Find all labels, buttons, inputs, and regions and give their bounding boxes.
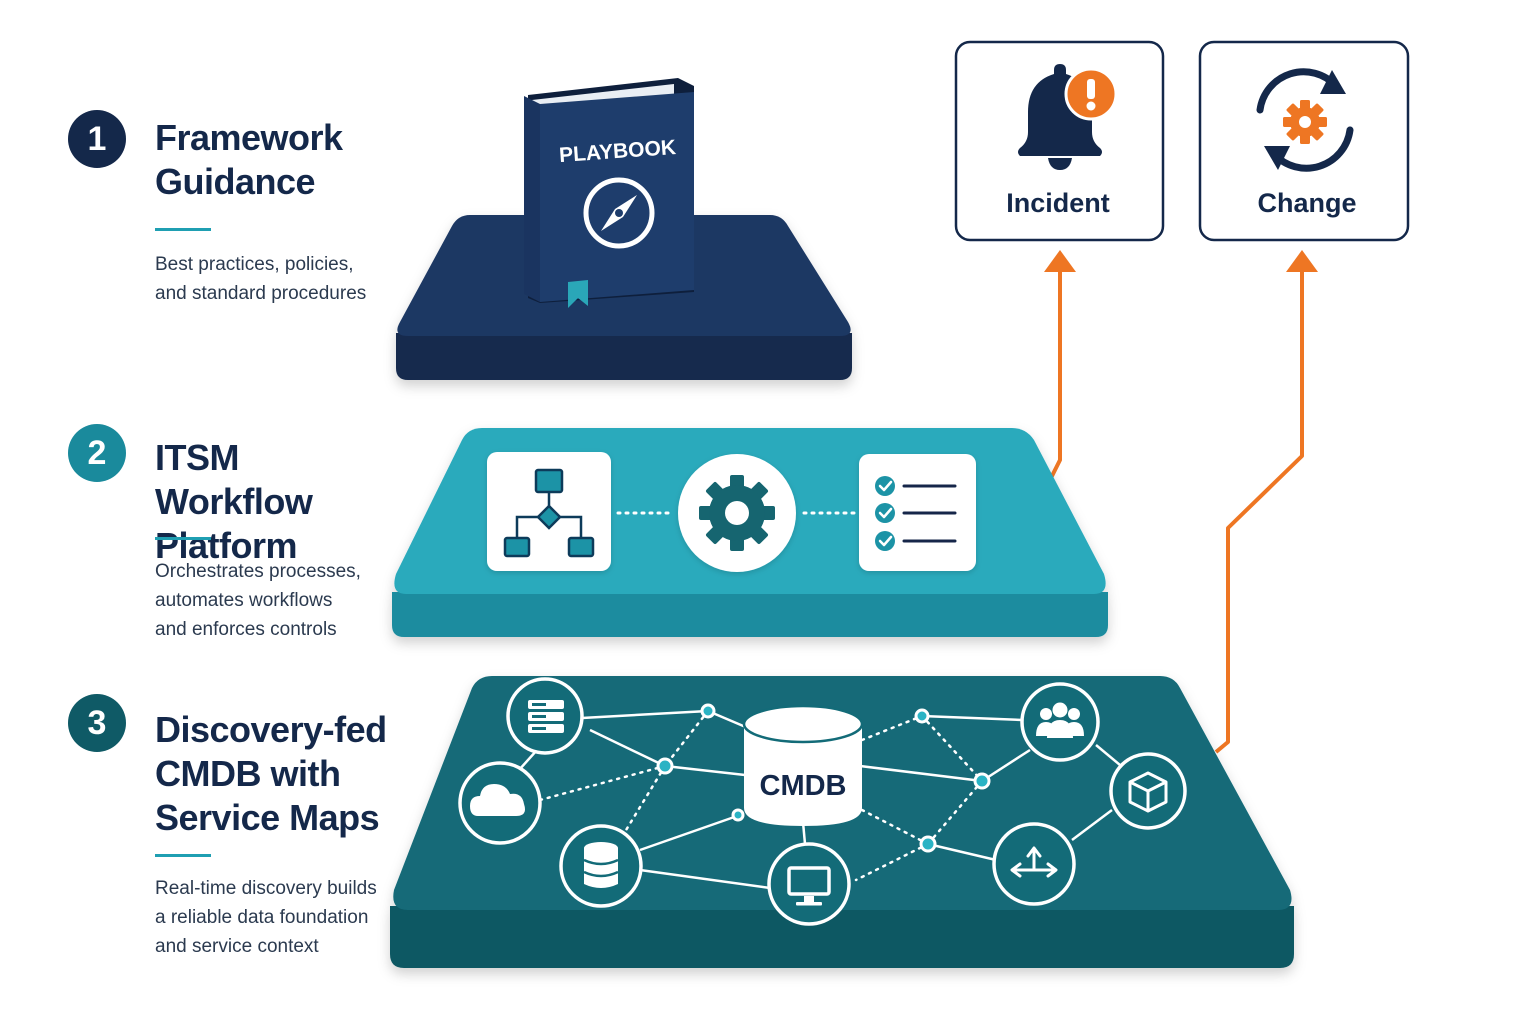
cmdb-database-cylinder: CMDB (742, 704, 864, 826)
layer-2-title-line: Platform (155, 525, 298, 566)
layer-2-title: ITSM Workflow Platform (155, 436, 398, 568)
change-arrowhead (1286, 250, 1318, 272)
layer-1-description: Best practices, policies, and standard p… (155, 250, 366, 308)
layer-3-title-line: Service Maps (155, 797, 380, 838)
layer-3-desc-line: a reliable data foundation (155, 907, 369, 928)
change-card[interactable]: Change (1198, 40, 1410, 242)
change-connector-line (1214, 268, 1304, 754)
layer-3-text: 3 Discovery-fed CMDB with Service Maps R… (68, 694, 398, 974)
cmdb-junction-dots (656, 703, 991, 853)
layer-1-desc-line: Best practices, policies, (155, 254, 354, 275)
change-cycle-icon (1256, 68, 1354, 172)
flowchart-icon (487, 452, 611, 571)
cmdb-network-dotted-links (538, 709, 984, 882)
cmdb-network-links (509, 709, 1127, 890)
incident-card[interactable]: Incident (954, 40, 1165, 242)
cloud-icon (458, 761, 542, 845)
gear-icon (678, 454, 796, 572)
checklist-icon (859, 454, 976, 571)
layer-1-text: 1 Framework Guidance Best practices, pol… (68, 108, 398, 308)
cube-icon (1109, 752, 1187, 830)
alarm-bell-icon (1018, 64, 1118, 170)
layer-3-title: Discovery-fed CMDB with Service Maps (155, 708, 387, 840)
layer-2-desc-line: Orchestrates processes, (155, 561, 361, 582)
layer-2-text: 2 ITSM Workflow Platform Orchestrates pr… (68, 424, 398, 654)
layer-1-title: Framework Guidance (155, 116, 343, 204)
layer-1-title-line: Framework (155, 117, 343, 158)
layer-2-desc-line: automates workflows (155, 590, 333, 611)
database-icon (559, 824, 643, 908)
change-label: Change (1257, 188, 1356, 218)
cmdb-label: CMDB (760, 770, 847, 802)
network-arrows-icon (992, 822, 1076, 906)
layer-3-number-badge: 3 (68, 694, 126, 752)
layer-2-rule (155, 537, 211, 540)
layer-1-number-badge: 1 (68, 110, 126, 168)
users-group-icon (1020, 682, 1100, 762)
layer-1-title-line: Guidance (155, 161, 316, 202)
layer-3-desc-line: and service context (155, 936, 319, 957)
output-connectors (1048, 268, 1304, 754)
incident-arrowhead (1044, 250, 1076, 272)
layer-3-desc-line: Real-time discovery builds (155, 878, 377, 899)
incident-connector-line (1048, 268, 1062, 481)
layer-2-desc-line: and enforces controls (155, 619, 337, 640)
server-stack-icon (506, 677, 584, 755)
monitor-icon (767, 842, 851, 926)
compass-icon (583, 177, 655, 249)
layer-2-number-badge: 2 (68, 424, 126, 482)
bookmark-ribbon (568, 280, 588, 308)
layer-1-rule (155, 228, 211, 231)
layer-3-title-line: Discovery-fed (155, 709, 387, 750)
incident-label: Incident (1006, 188, 1110, 218)
layer-3-title-line: CMDB with (155, 753, 341, 794)
layer-3-description: Real-time discovery builds a reliable da… (155, 874, 377, 961)
layer-2-description: Orchestrates processes, automates workfl… (155, 557, 361, 644)
layer-2-title-line: ITSM Workflow (155, 437, 313, 522)
layer-1-desc-line: and standard procedures (155, 283, 367, 304)
playbook-book: PLAYBOOK (524, 78, 694, 308)
layer-3-rule (155, 854, 211, 857)
